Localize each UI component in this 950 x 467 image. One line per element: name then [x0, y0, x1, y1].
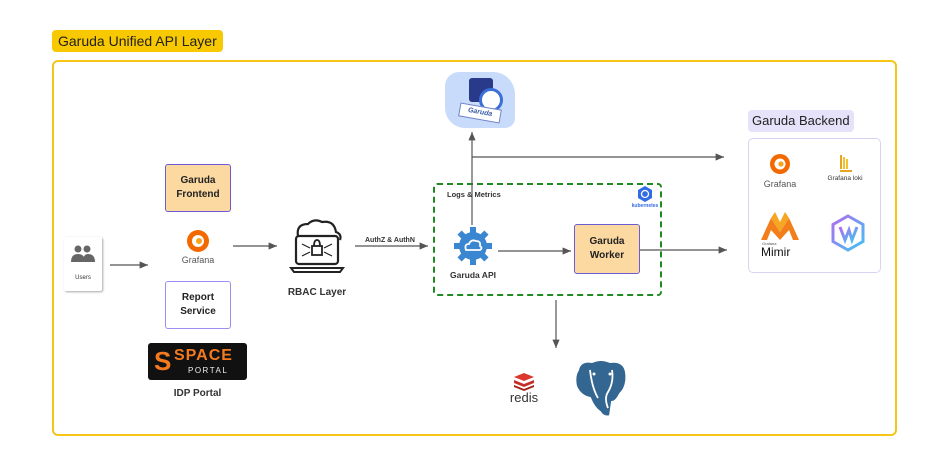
- users-label: Users: [75, 275, 91, 281]
- users-node[interactable]: Users: [64, 237, 102, 291]
- loki-icon: [840, 155, 852, 172]
- kubernetes-icon: [638, 186, 652, 202]
- garuda-frontend-box[interactable]: Garuda Frontend: [165, 164, 231, 212]
- idp-portal-label: IDP Portal: [173, 388, 222, 399]
- gear-cloud-icon: [454, 227, 492, 265]
- grafana-label: Grafana: [181, 255, 215, 265]
- storage-redis[interactable]: redis: [505, 373, 543, 407]
- space-portal-logo[interactable]: S SPACE PORTAL: [148, 343, 247, 380]
- kubernetes-cluster-boundary: [433, 183, 662, 296]
- space-portal-word: SPACE: [174, 347, 233, 364]
- users-icon: [71, 245, 95, 262]
- authz-authn-edge-label: AuthZ & AuthN: [365, 237, 415, 244]
- grafana-node[interactable]: Grafana: [180, 228, 216, 268]
- rbac-label: RBAC Layer: [287, 287, 347, 298]
- garuda-api-label: Garuda API: [450, 270, 496, 280]
- storage-postgresql[interactable]: [570, 358, 632, 418]
- space-s-icon: S: [154, 346, 172, 376]
- backend-container: [748, 138, 881, 273]
- postgresql-icon: [574, 359, 628, 418]
- garuda-observability-image[interactable]: Garuda: [445, 72, 515, 128]
- backend-item-grafana[interactable]: Grafana: [760, 152, 800, 194]
- backend-item-hexagon[interactable]: [830, 214, 866, 252]
- report-service-box[interactable]: Report Service: [165, 281, 231, 329]
- rbac-node[interactable]: [288, 218, 346, 276]
- kubernetes-label: kubernetes: [631, 203, 659, 209]
- logs-metrics-edge-label: Logs & Metrics: [447, 190, 501, 199]
- cloud-laptop-lock-icon: [289, 219, 345, 273]
- portal-word: PORTAL: [188, 366, 229, 375]
- unified-api-layer-container: [52, 60, 897, 436]
- backend-mimir-label: Mimir: [761, 245, 791, 259]
- grafana-icon: [187, 230, 209, 252]
- kubernetes-logo: kubernetes: [631, 186, 659, 212]
- diagram-title: Garuda Unified API Layer: [52, 30, 223, 52]
- backend-grafana-label: Grafana: [763, 179, 797, 189]
- backend-mimir-sublabel: Grafana: [762, 241, 777, 246]
- backend-loki-label: Grafana loki: [827, 175, 863, 182]
- backend-title: Garuda Backend: [748, 110, 854, 132]
- mimir-icon: [761, 212, 799, 240]
- garuda-worker-box[interactable]: Garuda Worker: [574, 224, 640, 274]
- garuda-api-node[interactable]: [454, 227, 492, 265]
- grafana-icon: [770, 154, 790, 174]
- backend-item-mimir[interactable]: Grafana Mimir: [758, 212, 802, 260]
- redis-icon: [514, 373, 534, 391]
- redis-label: redis: [509, 390, 539, 405]
- hexagon-v-icon: [831, 214, 865, 252]
- backend-item-loki[interactable]: Grafana loki: [820, 155, 870, 189]
